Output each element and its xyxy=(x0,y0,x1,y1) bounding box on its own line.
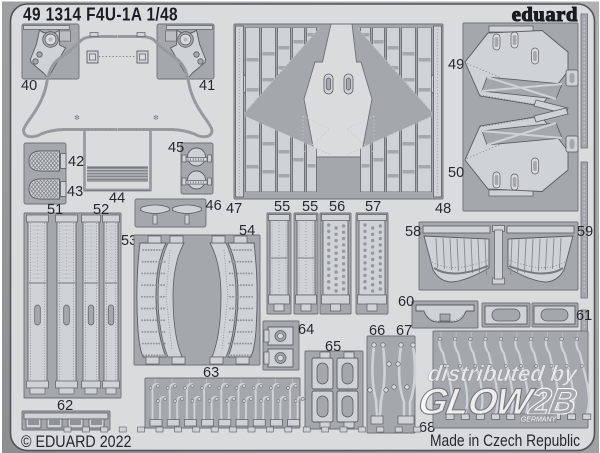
svg-text:61: 61 xyxy=(576,308,592,324)
svg-text:48: 48 xyxy=(435,201,451,217)
svg-text:✼: ✼ xyxy=(74,114,80,122)
svg-text:50: 50 xyxy=(448,165,464,181)
svg-text:43: 43 xyxy=(67,184,83,200)
svg-text:45: 45 xyxy=(168,140,184,156)
svg-text:52: 52 xyxy=(93,202,109,218)
svg-text:57: 57 xyxy=(365,199,381,215)
svg-text:53: 53 xyxy=(121,233,137,249)
svg-text:eduard: eduard xyxy=(512,4,578,26)
svg-text:GERMANY: GERMANY xyxy=(521,417,558,424)
svg-text:41: 41 xyxy=(199,78,215,94)
svg-text:49: 49 xyxy=(448,57,464,73)
svg-text:distributed by: distributed by xyxy=(426,361,580,386)
svg-text:55: 55 xyxy=(302,199,318,215)
svg-text:56: 56 xyxy=(329,199,345,215)
svg-text:67: 67 xyxy=(396,323,412,339)
svg-text:54: 54 xyxy=(239,223,255,239)
svg-text:46: 46 xyxy=(206,198,222,214)
svg-text:Made in Czech Republic: Made in Czech Republic xyxy=(430,432,580,450)
svg-text:68: 68 xyxy=(419,420,435,436)
svg-text:58: 58 xyxy=(405,224,421,240)
svg-text:55: 55 xyxy=(274,199,290,215)
svg-text:65: 65 xyxy=(325,339,341,355)
svg-text:63: 63 xyxy=(203,365,219,381)
svg-text:© EDUARD 2022: © EDUARD 2022 xyxy=(21,433,131,451)
svg-text:42: 42 xyxy=(68,154,84,170)
svg-text:64: 64 xyxy=(298,322,314,338)
svg-text:60: 60 xyxy=(398,294,414,310)
svg-text:44: 44 xyxy=(109,191,125,207)
svg-text:49 1314 F4U-1A 1/48: 49 1314 F4U-1A 1/48 xyxy=(23,4,178,25)
svg-text:59: 59 xyxy=(577,224,593,240)
svg-text:66: 66 xyxy=(369,323,385,339)
svg-text:40: 40 xyxy=(21,78,37,94)
svg-text:62: 62 xyxy=(57,398,73,414)
svg-text:47: 47 xyxy=(226,201,242,217)
svg-text:✼: ✼ xyxy=(153,114,159,122)
svg-text:51: 51 xyxy=(47,202,63,218)
